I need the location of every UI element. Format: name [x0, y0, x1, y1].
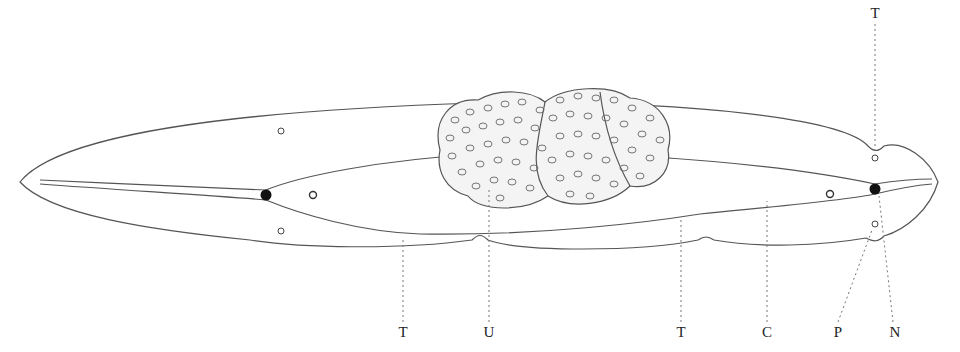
uterus-lobe-lines	[536, 92, 630, 196]
part-letter: T	[675, 325, 686, 340]
part-letter: P	[833, 325, 843, 340]
leader-lines	[403, 24, 893, 322]
part-letter: U	[483, 325, 496, 340]
uterus-outline	[438, 89, 670, 208]
part-letter: T	[869, 6, 880, 21]
part-letter: C	[761, 325, 773, 340]
part-letter: N	[889, 325, 902, 340]
egg-cluster	[446, 93, 664, 201]
organ-dots	[261, 128, 881, 234]
part-letter: T	[397, 325, 408, 340]
